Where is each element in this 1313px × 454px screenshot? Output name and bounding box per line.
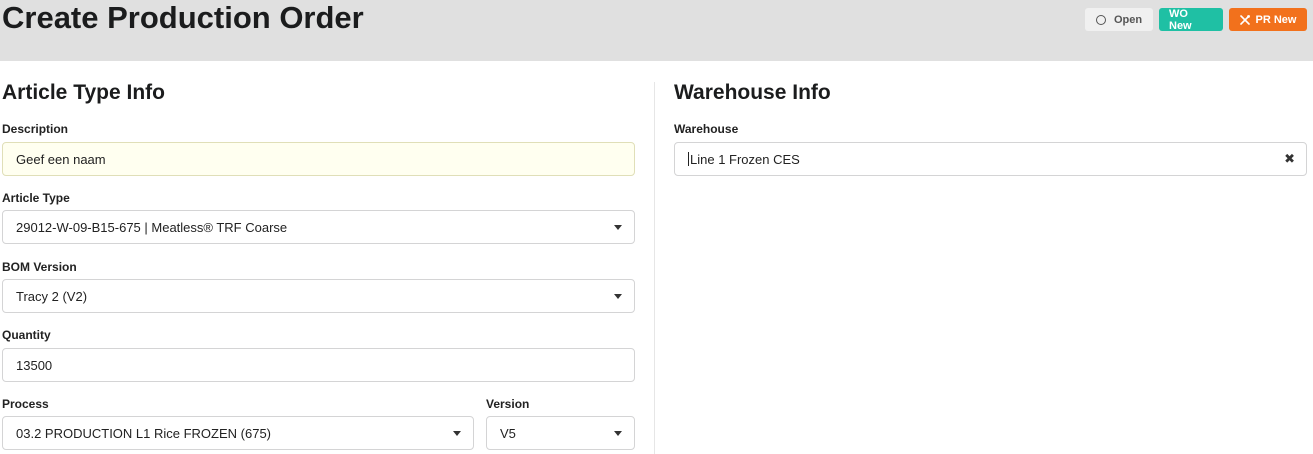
circle-outline-icon — [1095, 14, 1106, 25]
open-status-badge[interactable]: Open — [1085, 8, 1153, 31]
article-type-value: 29012-W-09-B15-675 | Meatless® TRF Coars… — [16, 219, 288, 235]
version-value: V5 — [500, 425, 516, 441]
bom-version-label: BOM Version — [2, 260, 77, 274]
caret-down-icon — [614, 294, 622, 299]
article-type-dropdown[interactable]: 29012-W-09-B15-675 | Meatless® TRF Coars… — [2, 210, 635, 244]
pr-new-badge-label: PR New — [1255, 13, 1297, 26]
warehouse-info-title: Warehouse Info — [674, 81, 831, 104]
open-badge-label: Open — [1113, 13, 1143, 26]
bom-version-dropdown[interactable]: Tracy 2 (V2) — [2, 279, 635, 313]
caret-down-icon — [614, 225, 622, 230]
text-cursor — [688, 152, 689, 166]
description-input[interactable]: Geef een naam — [2, 142, 635, 176]
description-label: Description — [2, 122, 69, 136]
caret-down-icon — [453, 431, 461, 436]
process-dropdown[interactable]: 03.2 PRODUCTION L1 Rice FROZEN (675) — [2, 416, 474, 450]
warehouse-select[interactable]: Line 1 Frozen CES ✖ — [674, 142, 1307, 176]
description-value: Geef een naam — [16, 151, 106, 167]
close-icon[interactable]: ✖ — [1284, 151, 1295, 166]
wo-new-badge[interactable]: WO New — [1159, 7, 1223, 32]
wo-new-badge-label: WO New — [1169, 7, 1192, 32]
article-type-label: Article Type — [2, 191, 70, 205]
version-dropdown[interactable]: V5 — [486, 416, 635, 450]
quantity-input[interactable]: 13500 — [2, 348, 635, 382]
tools-icon — [1239, 14, 1250, 25]
article-type-info-title: Article Type Info — [2, 81, 165, 104]
caret-down-icon — [614, 431, 622, 436]
pr-new-badge[interactable]: PR New — [1229, 8, 1307, 31]
page-title: Create Production Order — [2, 0, 364, 35]
warehouse-label: Warehouse — [674, 122, 739, 136]
bom-version-value: Tracy 2 (V2) — [16, 288, 88, 304]
process-label: Process — [2, 397, 49, 411]
version-label: Version — [486, 397, 530, 411]
process-value: 03.2 PRODUCTION L1 Rice FROZEN (675) — [16, 425, 272, 441]
page-header: Create Production Order Open WO New PR N… — [0, 0, 1313, 61]
quantity-label: Quantity — [2, 328, 51, 342]
status-badges: Open WO New PR New — [1085, 7, 1307, 32]
quantity-value: 13500 — [16, 357, 53, 373]
warehouse-value: Line 1 Frozen CES — [690, 151, 800, 167]
column-divider — [654, 82, 655, 454]
